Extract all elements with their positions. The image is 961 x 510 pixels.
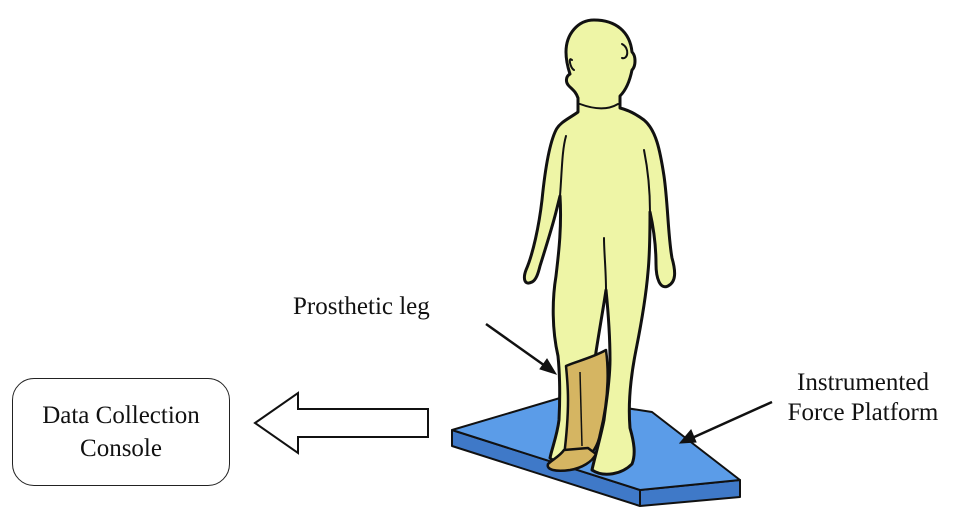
prosthetic-leg-label: Prosthetic leg xyxy=(293,292,430,322)
prosthetic-leg-pointer-line xyxy=(486,324,548,368)
force-platform-label-line2: Force Platform xyxy=(770,398,956,428)
data-flow-arrow xyxy=(255,393,428,453)
platform-pointer-line xyxy=(692,402,772,438)
prosthetic-leg-pointer-head xyxy=(540,359,556,374)
force-platform-label-line1: Instrumented xyxy=(770,368,956,398)
console-label-line1: Data Collection xyxy=(42,399,200,432)
console-label-line2: Console xyxy=(80,432,162,465)
data-collection-console-box: Data Collection Console xyxy=(12,378,230,486)
force-platform-label: Instrumented Force Platform xyxy=(770,368,956,428)
